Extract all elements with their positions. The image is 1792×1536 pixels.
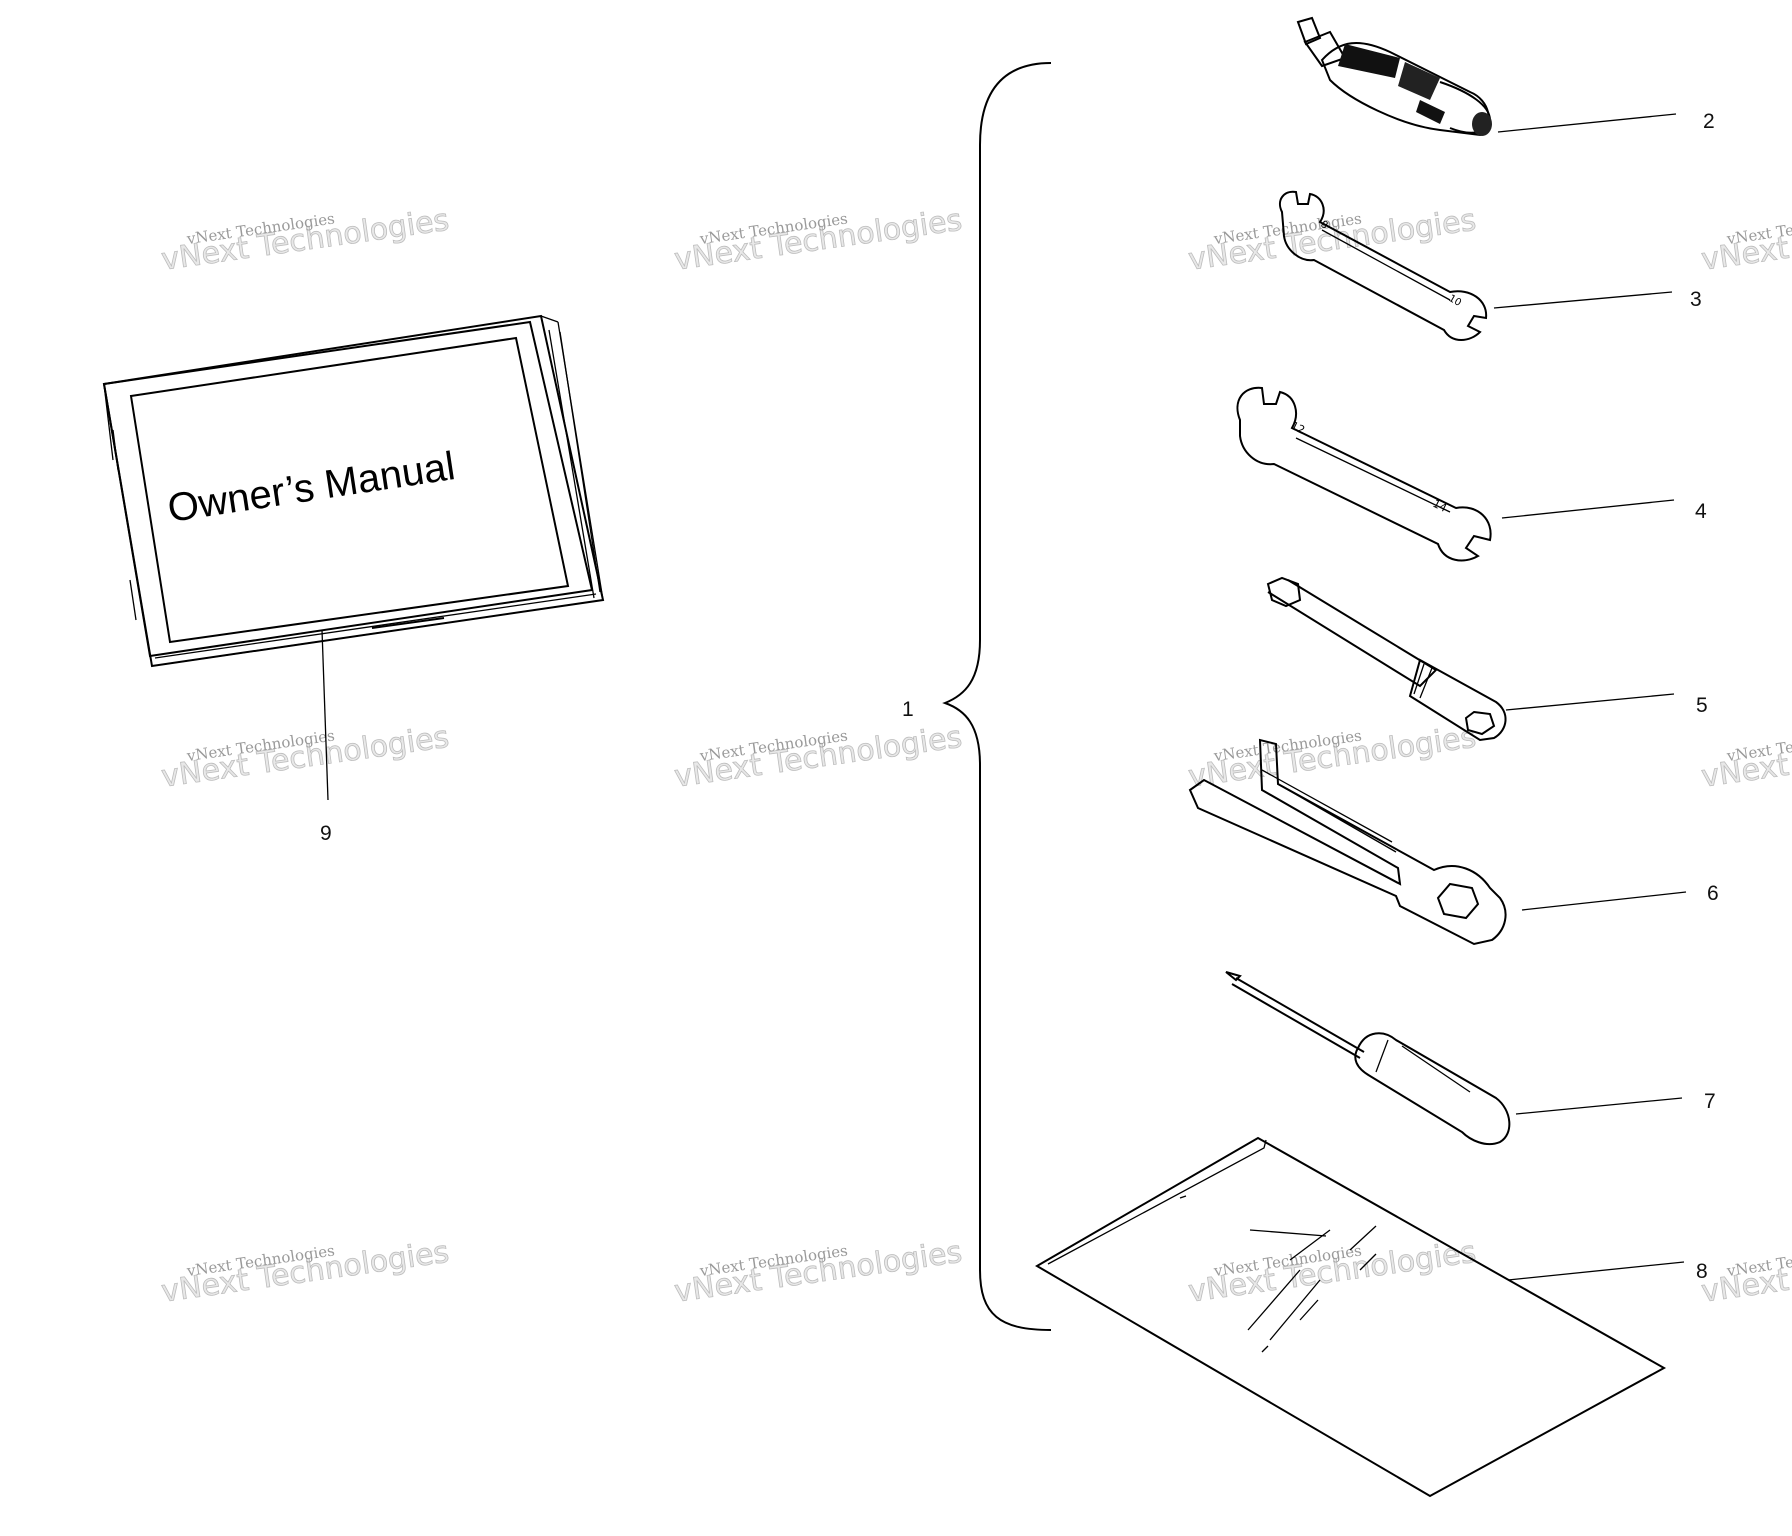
leader-line-6 <box>1521 891 1687 911</box>
watermark: vNext Technologies vNext Technologies <box>672 1234 965 1310</box>
callout-6: 6 <box>1707 882 1719 905</box>
callout-5: 5 <box>1696 694 1708 717</box>
manual-cover-title: Owner’s Manual <box>165 444 458 531</box>
callout-9: 9 <box>320 822 332 845</box>
kit-brace <box>942 62 1052 1331</box>
svg-text:12: 12 <box>1289 419 1307 437</box>
leader-line-8 <box>1507 1261 1685 1281</box>
callout-7: 7 <box>1704 1090 1716 1113</box>
leader-line-5 <box>1505 693 1675 711</box>
callout-1: 1 <box>902 698 914 721</box>
watermark: vNext Technologies vNext Technologies <box>159 1234 452 1310</box>
callout-4: 4 <box>1695 500 1707 523</box>
watermark: vNext Technologies vNext Technologies <box>1699 719 1792 795</box>
watermark: vNext Technologies vNext Technologies <box>159 202 452 278</box>
bit-driver-illustration <box>1296 16 1492 137</box>
callout-8: 8 <box>1696 1260 1708 1283</box>
leader-line-9 <box>321 629 329 801</box>
svg-text:14: 14 <box>1431 497 1449 515</box>
callout-2: 2 <box>1703 110 1715 133</box>
wrench-medium-illustration: 12 14 <box>1236 386 1492 562</box>
watermark: vNext Technologies vNext Technologies <box>672 719 965 795</box>
watermark: vNext Technologies vNext Technologies <box>1699 1234 1792 1310</box>
watermark: vNext Technologies vNext Technologies <box>159 719 452 795</box>
leader-line-3 <box>1493 291 1673 309</box>
leader-line-4 <box>1501 499 1675 519</box>
socket-wrench-illustration <box>1266 576 1507 742</box>
watermark: vNext Technologies vNext Technologies <box>1699 202 1792 278</box>
screwdriver-illustration <box>1225 971 1511 1146</box>
callout-3: 3 <box>1690 288 1702 311</box>
watermark-layer: vNext Technologies vNext Technologies vN… <box>159 202 1792 1310</box>
leader-line-2 <box>1497 113 1677 133</box>
owners-manual-illustration: Owner’s Manual <box>102 314 605 668</box>
watermark: vNext Technologies vNext Technologies <box>1186 719 1479 795</box>
leader-lines <box>321 113 1687 1281</box>
svg-text:10: 10 <box>1447 293 1464 309</box>
plug-wrench-illustration <box>1188 738 1507 946</box>
watermark: vNext Technologies vNext Technologies <box>672 202 965 278</box>
leader-line-7 <box>1515 1097 1683 1115</box>
svg-text:8: 8 <box>1319 219 1330 232</box>
callout-labels: 1 2 3 4 5 6 7 8 9 <box>320 110 1719 1283</box>
tool-bag-illustration <box>1035 1136 1667 1498</box>
